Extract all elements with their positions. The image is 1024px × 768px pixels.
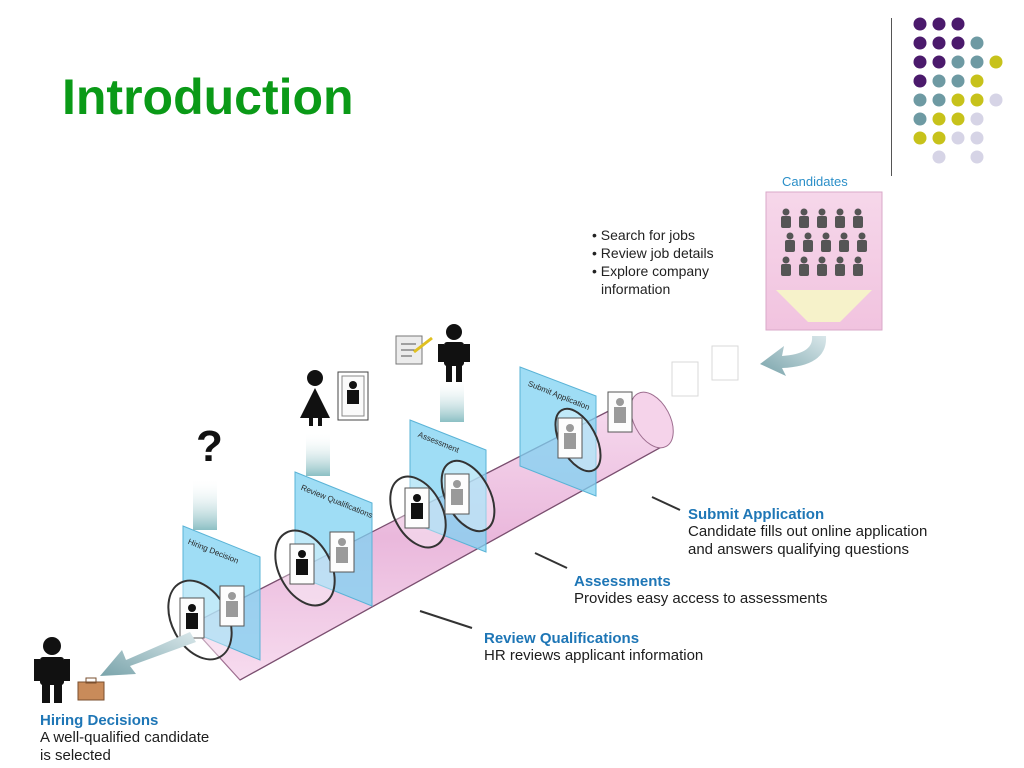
person-icon	[438, 324, 470, 382]
caption-desc: A well-qualified candidate	[40, 729, 210, 746]
applicant-card-icon	[404, 487, 430, 529]
decor-dot	[970, 36, 984, 50]
decor-dot	[951, 131, 965, 145]
applicant-card-icon	[329, 531, 355, 573]
caption-title: Assessments	[574, 573, 671, 590]
caption-desc: Candidate fills out online application	[688, 523, 928, 540]
list-item: Review job details	[592, 244, 714, 262]
decor-dot	[989, 55, 1003, 69]
decor-dot	[913, 17, 927, 31]
crowd-person-icon	[781, 208, 791, 228]
id-card-icon	[337, 371, 369, 421]
crowd-person-icon	[803, 232, 813, 252]
decor-dot	[932, 150, 946, 164]
decor-dot	[951, 112, 965, 126]
leader-lines	[419, 496, 681, 629]
applicant-card-icon	[289, 543, 315, 585]
decor-dot	[932, 112, 946, 126]
question-mark-icon: ?	[196, 422, 223, 471]
decor-dot	[932, 74, 946, 88]
decor-dot	[989, 93, 1003, 107]
caption-review: Review Qualifications HR reviews applica…	[484, 630, 703, 665]
caption-desc: Provides easy access to assessments	[574, 590, 828, 607]
crowd-person-icon	[817, 256, 827, 276]
candidate-actions-list: Search for jobs Review job details Explo…	[592, 226, 714, 298]
woman-icon	[300, 370, 330, 426]
decor-dot	[970, 74, 984, 88]
applicant-card-icon	[557, 417, 583, 459]
entry-arrow-icon	[760, 336, 827, 376]
decor-dot	[932, 131, 946, 145]
caption-desc: HR reviews applicant information	[484, 647, 704, 664]
decor-dot	[970, 150, 984, 164]
crowd-person-icon	[799, 208, 809, 228]
decor-dot	[913, 36, 927, 50]
exit-arrow-icon	[100, 632, 196, 676]
crowd-person-icon	[821, 232, 831, 252]
list-item: Search for jobs	[592, 226, 714, 244]
crowd-person-icon	[853, 256, 863, 276]
ghost-cards	[671, 345, 739, 397]
decor-dot	[913, 55, 927, 69]
caption-desc: is selected	[40, 747, 111, 764]
decor-dot	[951, 55, 965, 69]
decor-dot	[951, 17, 965, 31]
candidates-funnel	[765, 191, 883, 331]
list-item-continued: information	[601, 281, 671, 297]
briefcase-icon	[77, 677, 105, 701]
crowd-person-icon	[817, 208, 827, 228]
decor-dot	[913, 112, 927, 126]
crowd-person-icon	[781, 256, 791, 276]
crowd-person-icon	[839, 232, 849, 252]
decor-dot	[932, 55, 946, 69]
caption-title: Review Qualifications	[484, 630, 640, 647]
decor-dot	[951, 36, 965, 50]
decorative-dot-grid	[913, 17, 1003, 164]
crowd-person-icon	[857, 232, 867, 252]
decor-dot	[932, 93, 946, 107]
candidate-crowd-icon	[781, 208, 867, 276]
applicant-card-icon	[607, 391, 633, 433]
decor-dot	[913, 74, 927, 88]
decor-dot	[951, 93, 965, 107]
applicant-cards	[179, 391, 633, 639]
candidates-label: Candidates	[782, 174, 848, 189]
crowd-person-icon	[785, 232, 795, 252]
decor-dot	[913, 131, 927, 145]
decor-dot	[970, 55, 984, 69]
caption-title: Hiring Decisions	[40, 712, 159, 729]
caption-title: Submit Application	[688, 506, 825, 523]
decor-dot	[932, 36, 946, 50]
clipboard-icon	[395, 335, 433, 365]
slide-title: Introduction	[62, 69, 354, 125]
crowd-person-icon	[853, 208, 863, 228]
decor-dot	[970, 112, 984, 126]
crowd-person-icon	[835, 208, 845, 228]
crowd-person-icon	[799, 256, 809, 276]
caption-hiring: Hiring Decisions A well-qualified candid…	[40, 712, 209, 765]
applicant-card-icon	[179, 597, 205, 639]
caption-desc: and answers qualifying questions	[688, 541, 909, 558]
caption-submit: Submit Application Candidate fills out o…	[688, 506, 927, 559]
applicant-card-icon	[444, 473, 470, 515]
hired-person-icon	[34, 637, 70, 703]
title-divider	[891, 18, 892, 176]
decor-dot	[913, 93, 927, 107]
caption-assessments: Assessments Provides easy access to asse…	[574, 573, 827, 608]
crowd-person-icon	[835, 256, 845, 276]
list-item: Explore company	[592, 262, 714, 280]
decor-dot	[932, 17, 946, 31]
stage-beams	[193, 378, 464, 530]
decor-dot	[970, 131, 984, 145]
decor-dot	[951, 74, 965, 88]
decor-dot	[970, 93, 984, 107]
applicant-card-icon	[219, 585, 245, 627]
